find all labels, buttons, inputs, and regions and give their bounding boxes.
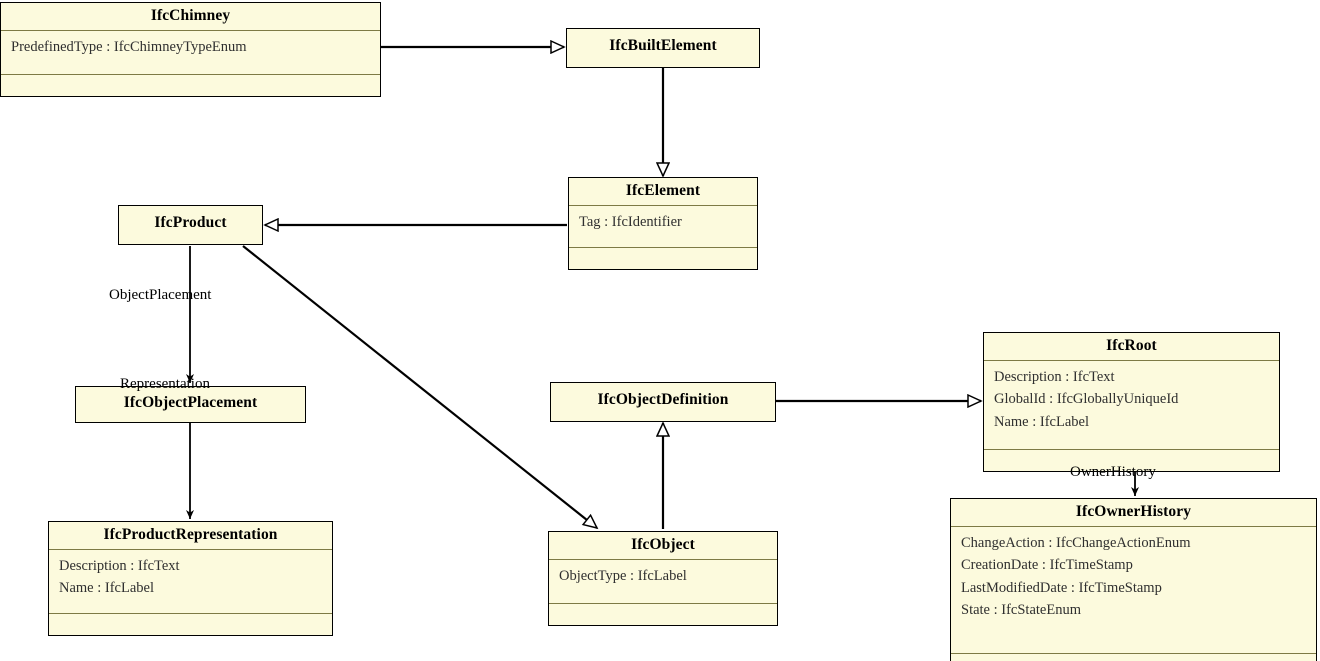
class-box-ifc-root[interactable]: IfcRoot Description : IfcText GlobalId :… (983, 332, 1280, 472)
class-title-ifc-product: IfcProduct (154, 214, 227, 231)
class-title-ifc-object-placement: IfcObjectPlacement (123, 394, 258, 411)
class-title-ifc-element: IfcElement (625, 182, 701, 199)
class-attribute: ObjectType : IfcLabel (559, 567, 687, 584)
edge-label-representation: Representation (120, 376, 210, 392)
class-box-ifc-object-placement[interactable]: IfcObjectPlacement (75, 386, 306, 423)
class-attributes-ifc-element: Tag : IfcIdentifier (569, 204, 757, 247)
edge-label-object-placement: ObjectPlacement (109, 287, 212, 303)
class-attribute: Description : IfcText (59, 557, 180, 574)
class-attributes-ifc-object: ObjectType : IfcLabel (549, 558, 777, 603)
class-box-ifc-object[interactable]: IfcObject ObjectType : IfcLabel (548, 531, 778, 626)
class-box-ifc-built-element[interactable]: IfcBuiltElement (566, 28, 760, 68)
class-box-ifc-product[interactable]: IfcProduct (118, 205, 263, 245)
class-attribute: State : IfcStateEnum (961, 602, 1081, 619)
class-attribute: ChangeAction : IfcChangeActionEnum (961, 534, 1191, 551)
class-title-ifc-chimney: IfcChimney (150, 7, 231, 24)
class-attributes-ifc-root: Description : IfcText GlobalId : IfcGlob… (984, 359, 1279, 449)
class-box-ifc-product-representation[interactable]: IfcProductRepresentation Description : I… (48, 521, 333, 636)
class-attributes-ifc-owner-history: ChangeAction : IfcChangeActionEnum Creat… (951, 525, 1316, 653)
edge-label-owner-history: OwnerHistory (1070, 464, 1156, 480)
class-attribute: Name : IfcLabel (59, 580, 155, 597)
class-title-ifc-product-representation: IfcProductRepresentation (103, 526, 278, 543)
class-attributes-ifc-chimney: PredefinedType : IfcChimneyTypeEnum (1, 29, 380, 74)
class-title-ifc-root: IfcRoot (1106, 337, 1157, 354)
class-operations-compartment-ifc-object (549, 603, 777, 625)
class-operations-compartment-ifc-chimney (1, 74, 380, 96)
class-operations-compartment-ifc-product-representation (49, 613, 332, 635)
class-title-ifc-owner-history: IfcOwnerHistory (1075, 503, 1192, 520)
class-attribute: GlobalId : IfcGloballyUniqueId (994, 391, 1179, 408)
class-attribute: LastModifiedDate : IfcTimeStamp (961, 579, 1162, 596)
class-box-ifc-element[interactable]: IfcElement Tag : IfcIdentifier (568, 177, 758, 270)
class-box-ifc-object-definition[interactable]: IfcObjectDefinition (550, 382, 776, 422)
class-box-ifc-chimney[interactable]: IfcChimney PredefinedType : IfcChimneyTy… (0, 2, 381, 97)
class-operations-compartment-ifc-element (569, 247, 757, 269)
class-box-ifc-owner-history[interactable]: IfcOwnerHistory ChangeAction : IfcChange… (950, 498, 1317, 661)
class-operations-compartment-ifc-root (984, 449, 1279, 471)
class-title-ifc-object-definition: IfcObjectDefinition (597, 391, 729, 408)
class-operations-compartment-ifc-owner-history (951, 653, 1316, 661)
class-title-ifc-built-element: IfcBuiltElement (609, 37, 717, 54)
class-attributes-ifc-product-representation: Description : IfcText Name : IfcLabel (49, 548, 332, 613)
class-attribute: Tag : IfcIdentifier (579, 213, 682, 230)
class-title-ifc-object: IfcObject (631, 536, 695, 553)
class-attribute: CreationDate : IfcTimeStamp (961, 557, 1133, 574)
class-attribute: PredefinedType : IfcChimneyTypeEnum (11, 38, 247, 55)
class-attribute: Name : IfcLabel (994, 413, 1090, 430)
class-attribute: Description : IfcText (994, 368, 1115, 385)
